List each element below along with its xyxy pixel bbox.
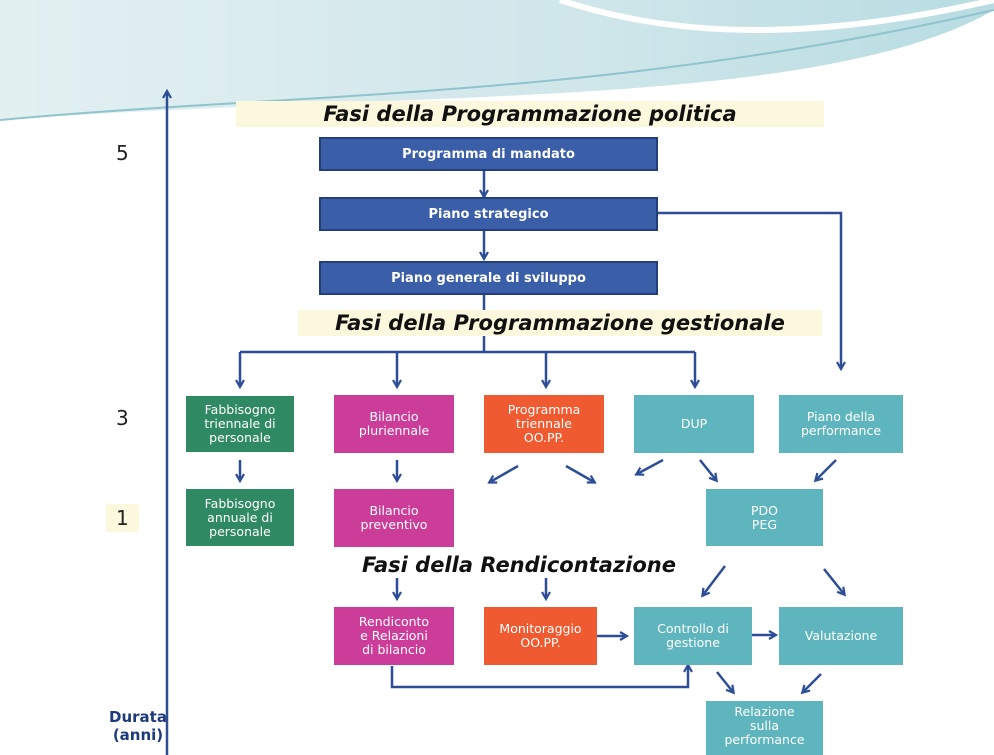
box-monitoraggio: Monitoraggio OO.PP. (484, 607, 597, 665)
header-wave (0, 0, 994, 121)
box-piano-strategico: Piano strategico (319, 197, 658, 231)
box-fabbisogno-triennale: Fabbisogno triennale di personale (186, 396, 294, 452)
section-title-political: Fasi della Programmazione politica (236, 101, 824, 127)
box-valutazione: Valutazione (779, 607, 903, 665)
box-programma-mandato: Programma di mandato (319, 137, 658, 171)
box-relazione: Relazione sulla performance (706, 701, 823, 755)
box-pdo-peg: PDO PEG (706, 489, 823, 546)
box-fabbisogno-annuale: Fabbisogno annuale di personale (186, 489, 294, 546)
box-piano-generale: Piano generale di sviluppo (319, 261, 658, 295)
box-bilancio-preventivo: Bilancio preventivo (334, 489, 454, 547)
year-three: 3 (116, 406, 129, 430)
year-one: 1 (106, 504, 139, 532)
box-programma-triennale: Programma triennale OO.PP. (484, 395, 604, 453)
section-title-gestional: Fasi della Programmazione gestionale (298, 310, 822, 336)
year-five: 5 (116, 141, 129, 165)
section-title-reporting: Fasi della Rendicontazione (362, 553, 676, 577)
box-dup: DUP (634, 395, 754, 453)
box-controllo: Controllo di gestione (634, 607, 752, 665)
axis-label-line2: (anni) (112, 726, 164, 744)
axis-label: Durata (anni) (102, 708, 174, 744)
box-piano-performance: Piano della performance (779, 395, 903, 453)
box-rendiconto: Rendiconto e Relazioni di bilancio (334, 607, 454, 665)
box-bilancio-pluriennale: Bilancio pluriennale (334, 395, 454, 453)
axis-label-line1: Durata (109, 708, 167, 726)
